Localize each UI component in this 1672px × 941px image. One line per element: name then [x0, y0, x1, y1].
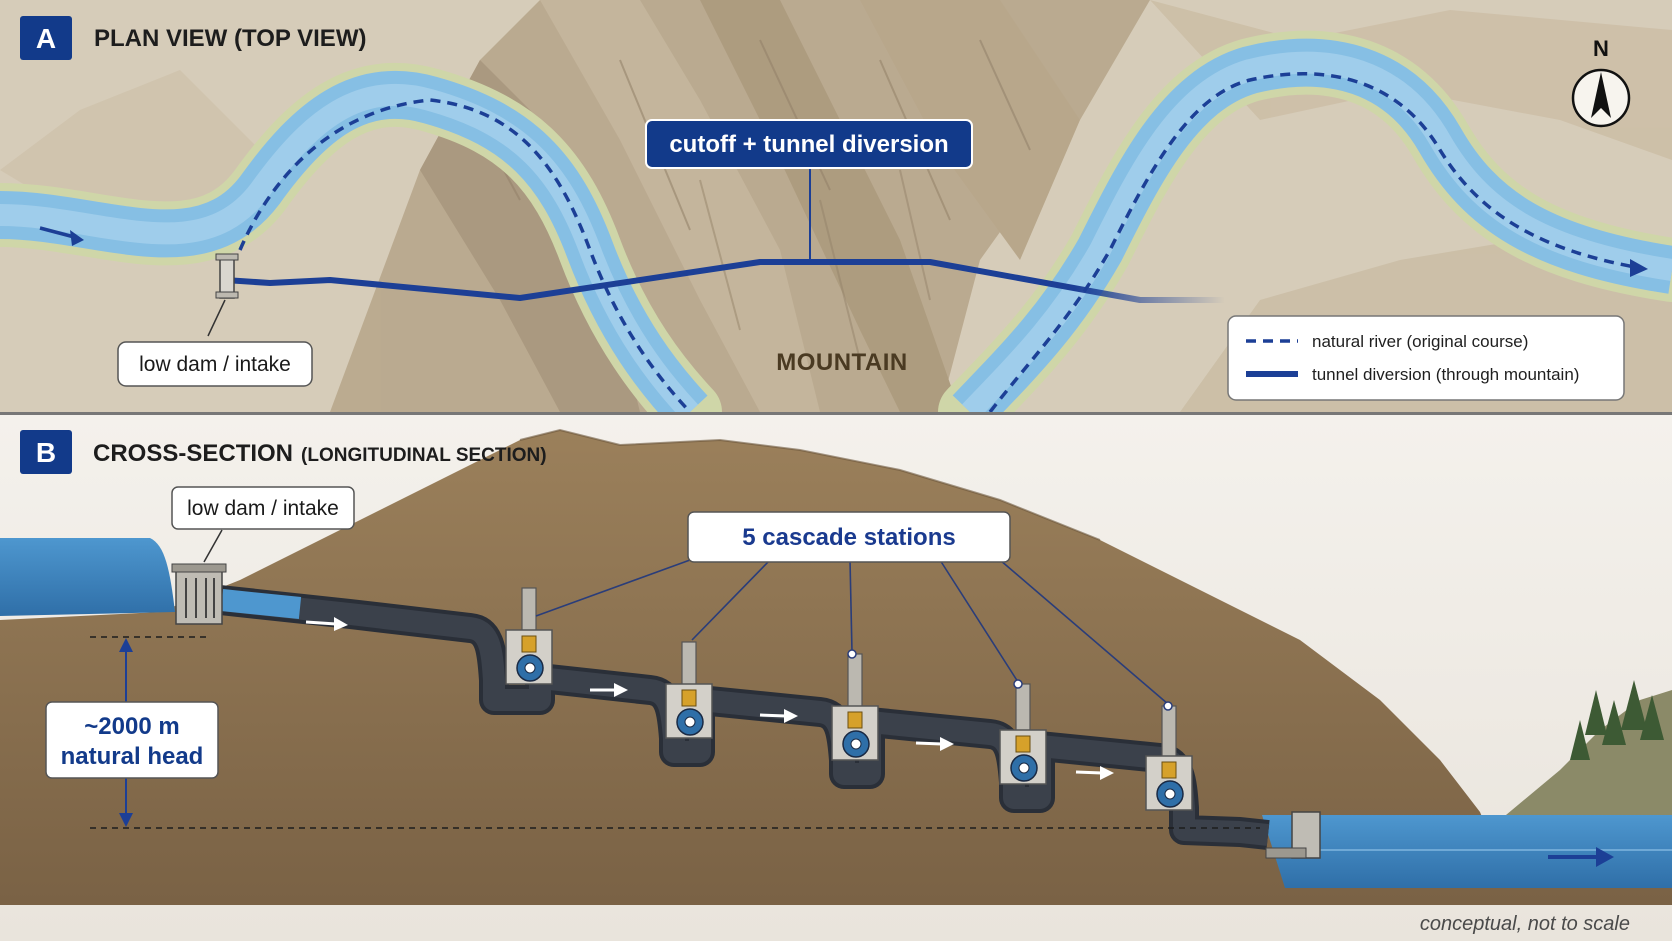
footer-note: conceptual, not to scale	[1420, 913, 1630, 935]
legend: natural river (original course) tunnel d…	[1227, 315, 1625, 401]
flow-arrow-icon	[70, 230, 84, 246]
panel-a: cutoff + tunnel diversion low dam / inta…	[0, 0, 1672, 444]
panel-b-title-main: CROSS-SECTION	[93, 440, 293, 467]
leader-dot	[1013, 679, 1023, 689]
station-icon	[831, 653, 879, 761]
river-dashed-line	[988, 72, 1641, 414]
dam-callout-box-b	[171, 486, 355, 530]
panel-b-letter: B	[36, 437, 56, 468]
tunnel-diversion-line	[224, 259, 1225, 303]
cutoff-callout-label: cutoff + tunnel diversion	[669, 131, 948, 158]
panel-a-letter: A	[36, 23, 56, 54]
panel-b-subtitle: (LONGITUDINAL SECTION)	[301, 445, 547, 466]
dam-callout-label-b: low dam / intake	[187, 497, 339, 520]
station-icon	[665, 641, 713, 739]
station-icon	[999, 683, 1047, 785]
river-dashed-line	[238, 98, 692, 414]
callout-leader-line	[203, 529, 223, 563]
dam-callout-box-a	[117, 341, 313, 387]
outlet-structure-icon	[1265, 811, 1321, 859]
panel-b: 5 cascade stations low dam / intake ~200…	[0, 415, 1672, 941]
panel-a-title: PLAN VIEW (TOP VIEW)	[94, 25, 366, 52]
legend-river-label: natural river (original course)	[1312, 332, 1528, 351]
tunnel-flow-arrows	[305, 617, 1114, 780]
callout-leader-line	[207, 299, 226, 337]
north-label: N	[1593, 36, 1609, 61]
dam-icon	[215, 253, 239, 299]
panel-b-letter-badge	[20, 430, 72, 474]
head-value-label: ~2000 m	[84, 713, 179, 740]
stations-callout-label: 5 cascade stations	[742, 524, 955, 551]
cutoff-callout-box	[645, 119, 973, 169]
mountain-label: MOUNTAIN	[776, 349, 908, 376]
stations-callout-box	[687, 511, 1011, 563]
flow-arrow-icon	[1630, 259, 1648, 277]
leader-dot	[847, 649, 857, 659]
legend-box	[1227, 315, 1625, 401]
tree-icons	[1570, 680, 1664, 760]
north-arrow-icon: N	[1571, 36, 1631, 128]
station-icon	[1145, 705, 1193, 811]
leader-dot	[1163, 701, 1173, 711]
head-callout-box	[45, 701, 219, 779]
flow-arrow-icon	[1596, 847, 1614, 867]
upstream-reservoir	[0, 538, 175, 616]
panel-a-letter-badge	[20, 16, 72, 60]
station-icon	[505, 587, 553, 685]
panel-divider	[0, 412, 1672, 415]
legend-tunnel-label: tunnel diversion (through mountain)	[1312, 365, 1579, 384]
dam-callout-label-a: low dam / intake	[139, 353, 291, 376]
mountain-cross-section	[0, 430, 1672, 905]
station-leader-lines	[535, 559, 1169, 705]
intake-dam-icon	[171, 563, 227, 625]
head-caption-label: natural head	[61, 743, 204, 770]
downstream-river	[1262, 815, 1672, 888]
natural-river	[0, 30, 1672, 444]
panel-b-title: CROSS-SECTION (LONGITUDINAL SECTION)	[93, 440, 547, 467]
